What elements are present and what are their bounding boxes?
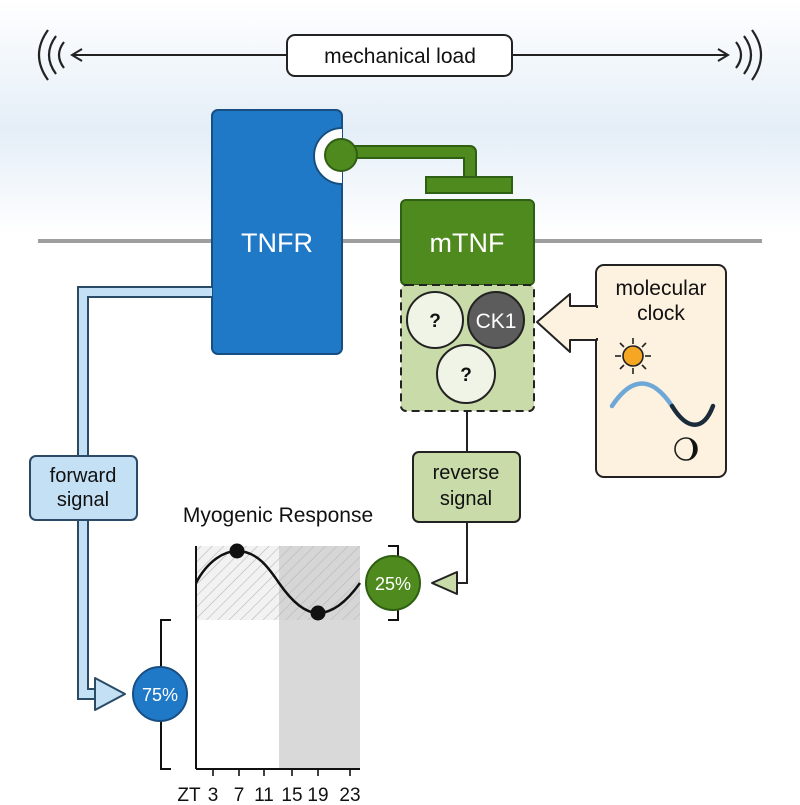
reverse-signal-arrowhead (431, 571, 458, 595)
response-title: Myogenic Response (183, 504, 373, 527)
forward-percent: 75% (142, 685, 178, 705)
response-curve (194, 549, 362, 615)
forward-signal-box (29, 455, 138, 521)
forward-signal-line2: signal (57, 489, 109, 511)
moon-icon (674, 437, 698, 461)
forward-signal-line1: forward (50, 465, 117, 487)
x-tick-label: 19 (307, 785, 328, 805)
reverse-percent: 25% (375, 574, 411, 594)
night-shade-lower (279, 620, 360, 768)
reverse-signal-line-lower (457, 522, 468, 584)
reverse-signal-box (412, 451, 521, 523)
tnfr-receptor (211, 109, 343, 355)
forward-signal-arrowhead (94, 677, 126, 711)
sun-icon (615, 338, 651, 374)
clock-arrow-join (594, 308, 600, 338)
unknown-protein-1-label: ? (429, 311, 441, 332)
load-arrow (70, 48, 730, 62)
response-trough-marker (310, 605, 326, 621)
unknown-protein-2-label: ? (460, 365, 472, 386)
reverse-signal-line1: reverse (433, 462, 500, 484)
response-peak-marker (229, 543, 245, 559)
x-tick-label: 15 (281, 785, 302, 805)
x-tick-label: 3 (208, 785, 219, 805)
mtnf-label: mTNF (430, 228, 505, 258)
clock-label-line2: clock (637, 302, 685, 325)
reverse-percent-badge (365, 555, 421, 611)
vibration-left-icon (37, 29, 65, 81)
ck1-kinase (467, 291, 525, 349)
unknown-protein-1 (406, 291, 464, 349)
day-night-wave-icon (609, 381, 716, 427)
vibration-right-icon (735, 29, 763, 81)
tnf-binding-arm (324, 138, 513, 194)
tnfr-label: TNFR (241, 228, 313, 258)
x-tick-label: 7 (234, 785, 245, 805)
x-axis-prefix: ZT (177, 785, 201, 805)
x-tick-label: 11 (254, 785, 274, 805)
x-axis-ticks (212, 769, 351, 776)
reverse-signal-line2: signal (440, 488, 492, 510)
x-tick-label: 23 (339, 785, 360, 805)
clock-input-arrow (536, 293, 598, 353)
unknown-protein-2 (436, 344, 496, 404)
forward-percent-badge (132, 666, 188, 722)
ck1-label: CK1 (476, 310, 517, 333)
load-label: mechanical load (324, 45, 476, 68)
clock-label-line1: molecular (615, 277, 706, 300)
load-label-box (286, 34, 513, 77)
